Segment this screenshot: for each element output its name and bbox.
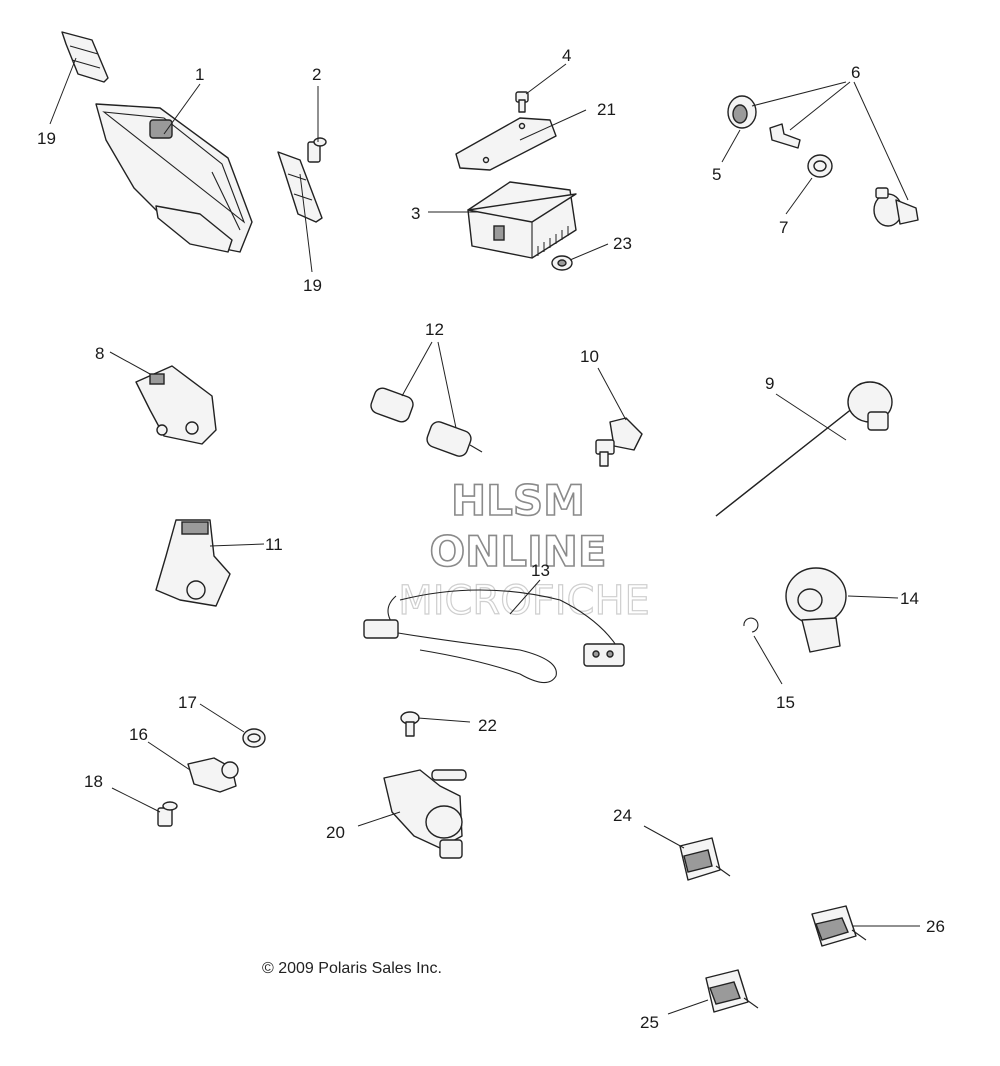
callout-25: 25 [640, 1013, 659, 1032]
callout-2: 2 [312, 65, 321, 84]
callout-15: 15 [776, 693, 795, 712]
callout-9: 9 [765, 374, 774, 393]
part-16-sensor [187, 757, 239, 793]
callout-7: 7 [779, 218, 788, 237]
callout-18: 18 [84, 772, 103, 791]
callout-20: 20 [326, 823, 345, 842]
part-17-o-ring [242, 728, 266, 748]
part-3-module [467, 181, 577, 259]
watermark-line-3: MICROFICHE [398, 578, 650, 624]
part-11-tps [155, 519, 231, 607]
callout-19-upper: 19 [37, 129, 56, 148]
part-26-switch [811, 905, 867, 947]
callout-14: 14 [900, 589, 919, 608]
part-21-cover-plate [455, 117, 557, 171]
part-6-clip [769, 123, 801, 149]
callout-4: 4 [562, 46, 571, 65]
part-18-bolt [157, 801, 178, 827]
part-12-plugs [370, 387, 483, 457]
callout-17: 17 [178, 693, 197, 712]
part-19-bracket-lower [277, 151, 323, 223]
callout-22: 22 [478, 716, 497, 735]
part-9-speed-sensor [715, 381, 893, 517]
part-8-map-sensor [135, 365, 217, 445]
part-15-clip [743, 617, 759, 633]
part-24-switch [679, 837, 731, 881]
callout-12: 12 [425, 320, 444, 339]
leader-lines [49, 57, 920, 1015]
callout-1: 1 [195, 65, 204, 84]
part-20-valve [383, 769, 467, 859]
part-25-switch [705, 969, 759, 1013]
part-5-cap [727, 95, 757, 129]
callout-23: 23 [613, 234, 632, 253]
part-13-harness [363, 589, 625, 684]
callout-19-lower: 19 [303, 276, 322, 295]
callout-26: 26 [926, 917, 945, 936]
part-1-ecm [95, 103, 253, 253]
part-7-washer [807, 154, 833, 178]
part-2-bolt [307, 137, 327, 163]
callout-6: 6 [851, 63, 860, 82]
part-22-screw [400, 711, 420, 737]
part-4-screw [515, 91, 529, 113]
callout-16: 16 [129, 725, 148, 744]
part-6-sensor [873, 187, 919, 227]
part-23-grommet [551, 255, 573, 271]
callout-11: 11 [265, 535, 283, 554]
callout-13: 13 [531, 561, 550, 580]
watermark: HLSM ONLINE MICROFICHE [398, 475, 651, 624]
callout-5: 5 [712, 165, 721, 184]
part-14-knock-sensor [785, 567, 847, 653]
watermark-line-2: ONLINE [429, 527, 606, 576]
copyright-notice: © 2009 Polaris Sales Inc. [262, 960, 442, 977]
callout-21: 21 [597, 100, 616, 119]
watermark-line-1: HLSM [451, 476, 585, 525]
callout-10: 10 [580, 347, 599, 366]
callout-8: 8 [95, 344, 104, 363]
callout-24: 24 [613, 806, 632, 825]
part-19-bracket-upper [61, 31, 109, 83]
callouts: 1 2 3 4 5 6 7 8 9 10 11 12 13 14 15 16 1… [37, 46, 945, 1032]
callout-3: 3 [411, 204, 420, 223]
part-10-temp-sensor [595, 417, 643, 467]
